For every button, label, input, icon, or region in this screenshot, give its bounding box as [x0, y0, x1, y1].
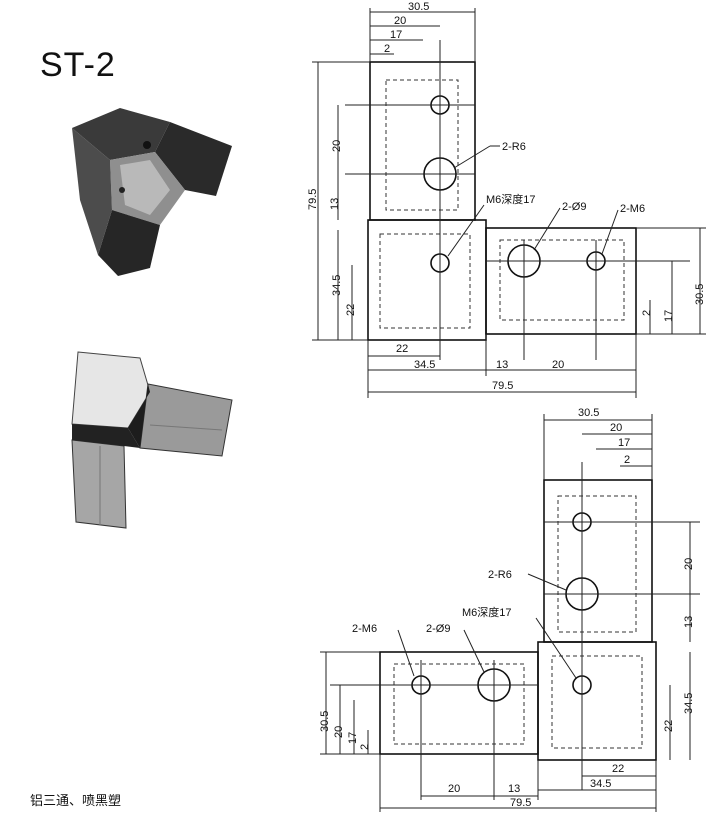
dim-left-4: 34.5: [331, 275, 343, 296]
b-dim-left-2: 20: [333, 726, 345, 738]
callout-m6: 2-M6: [620, 203, 645, 215]
connector-photo-top: [72, 108, 232, 276]
product-title: ST-2: [40, 46, 116, 84]
drawing-bottom: 30.5 20 17 2 20 13 34.5 22 30.5 20 17 2 …: [319, 407, 700, 812]
b-dim-right-1: 20: [683, 558, 695, 570]
dim-bottom-2: 34.5: [414, 359, 435, 371]
assembly-photo: [71, 351, 233, 529]
dim-bottom-5: 79.5: [492, 380, 513, 392]
b-dim-left-1: 30.5: [319, 711, 331, 732]
b-dim-bottom-2: 13: [508, 783, 520, 795]
dim-bottom-3: 13: [496, 359, 508, 371]
callout-r6: 2-R6: [502, 141, 526, 153]
b-dim-left-3: 17: [347, 732, 359, 744]
dim-right-2: 17: [663, 310, 675, 322]
b-dim-right-3: 34.5: [683, 693, 695, 714]
dim-right-3: 2: [641, 310, 653, 316]
b-callout-r6: 2-R6: [488, 569, 512, 581]
dim-top-3: 17: [390, 29, 402, 41]
dim-top-2: 20: [394, 15, 406, 27]
b-dim-bottom-1: 20: [448, 783, 460, 795]
callout-dia9: 2-Ø9: [562, 201, 586, 213]
material-caption: 铝三通、喷黑塑: [30, 793, 122, 808]
b-dim-bottom-4: 34.5: [590, 778, 611, 790]
b-dim-top-2: 20: [610, 422, 622, 434]
dim-bottom-1: 22: [396, 343, 408, 355]
dim-top-1: 30.5: [408, 1, 429, 13]
dim-bottom-4: 20: [552, 359, 564, 371]
dim-left-1: 79.5: [307, 189, 319, 210]
b-dim-right-4: 22: [663, 720, 675, 732]
b-dim-top-3: 17: [618, 437, 630, 449]
dim-left-2: 20: [331, 140, 343, 152]
b-dim-bottom-3: 22: [612, 763, 624, 775]
drawing-top: 30.5 20 17 2 79.5 20 13 34.5 22 30.5 17 …: [307, 1, 706, 398]
b-callout-dia9: 2-Ø9: [426, 623, 450, 635]
callout-m6-depth: M6深度17: [486, 192, 536, 206]
b-dim-left-4: 2: [359, 744, 371, 750]
dim-left-3: 13: [329, 198, 341, 210]
dim-left-5: 22: [345, 304, 357, 316]
b-dim-top-4: 2: [624, 454, 630, 466]
b-dim-right-2: 13: [683, 616, 695, 628]
dim-right-1: 30.5: [694, 284, 706, 305]
b-callout-m6-depth: M6深度17: [462, 605, 512, 619]
b-dim-bottom-5: 79.5: [510, 797, 531, 809]
dim-top-4: 2: [384, 43, 390, 55]
b-dim-top-1: 30.5: [578, 407, 599, 419]
b-callout-m6: 2-M6: [352, 623, 377, 635]
